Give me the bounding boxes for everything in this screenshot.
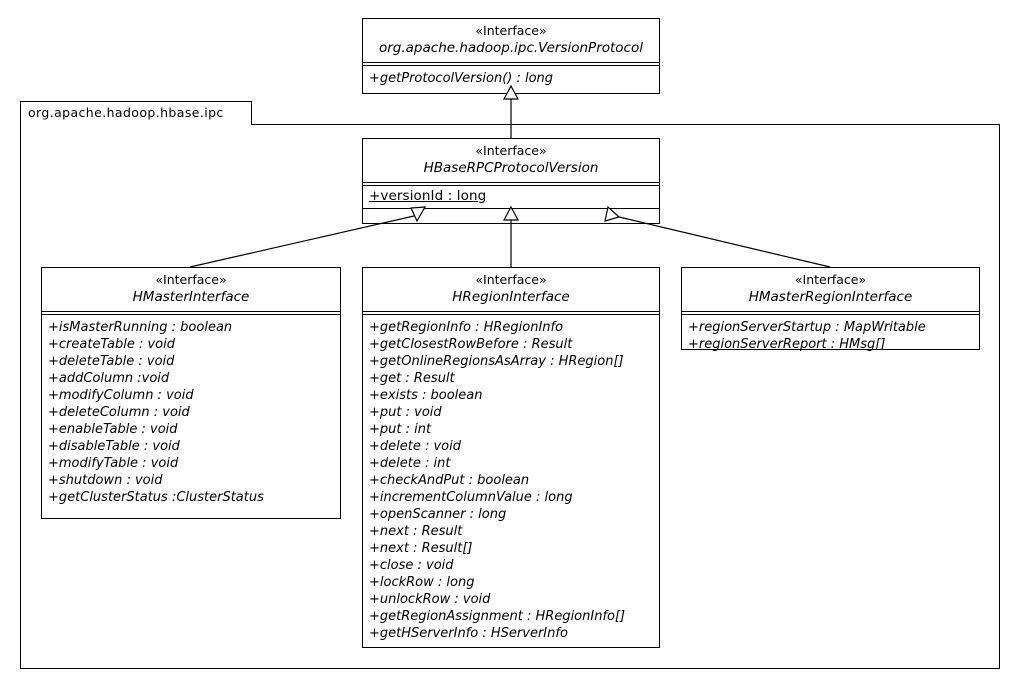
- operation-row: +isMasterRunning : boolean: [48, 320, 233, 335]
- operation-row: +exists : boolean: [369, 388, 483, 403]
- compartment-separator: [363, 312, 659, 315]
- operations-compartment-versionprotocol: +getProtocolVersion() : long: [363, 66, 659, 93]
- compartment-separator: [363, 63, 659, 66]
- class-header-hbaserpcprotocolversion: «Interface» HBaseRPCProtocolVersion: [363, 139, 659, 183]
- class-name-label: HMasterInterface: [132, 289, 250, 305]
- operation-row: +addColumn :void: [48, 371, 170, 386]
- stereotype-label: «Interface»: [475, 23, 547, 38]
- operation-row: +regionServerReport : HMsg[]: [688, 337, 886, 352]
- operation-row: +next : Result: [369, 524, 463, 539]
- operation-row: +get : Result: [369, 371, 455, 386]
- operation-row: +put : void: [369, 405, 442, 420]
- operation-row: +modifyColumn : void: [48, 388, 194, 403]
- operation-row: +close : void: [369, 558, 454, 573]
- operation-row: +deleteTable : void: [48, 354, 175, 369]
- compartment-separator: [363, 183, 659, 186]
- operation-row: +getProtocolVersion() : long: [369, 71, 554, 86]
- package-tab: org.apache.hadoop.hbase.ipc: [20, 101, 252, 125]
- class-box-hmasterinterface[interactable]: «Interface» HMasterInterface +isMasterRu…: [41, 267, 341, 519]
- operation-row: +next : Result[]: [369, 541, 473, 556]
- class-header-hmasterregioninterface: «Interface» HMasterRegionInterface: [682, 268, 979, 312]
- class-box-hbaserpcprotocolversion[interactable]: «Interface» HBaseRPCProtocolVersion +ver…: [362, 138, 660, 224]
- operation-row: +unlockRow : void: [369, 592, 491, 607]
- operation-row: +delete : int: [369, 456, 451, 471]
- stereotype-label: «Interface»: [794, 272, 867, 287]
- operations-compartment-hbaserpcprotocolversion: [363, 208, 659, 223]
- class-header-hmasterinterface: «Interface» HMasterInterface: [42, 268, 340, 312]
- class-box-hmasterregioninterface[interactable]: «Interface» HMasterRegionInterface +regi…: [681, 267, 980, 352]
- operation-row: +getRegionAssignment : HRegionInfo[]: [369, 609, 626, 624]
- operation-row: +deleteColumn : void: [48, 405, 190, 420]
- operation-row: +regionServerStartup : MapWritable: [688, 320, 926, 335]
- operation-row: +createTable : void: [48, 337, 176, 352]
- operation-row: +getHServerInfo : HServerInfo: [369, 626, 568, 641]
- operation-row: +disableTable : void: [48, 439, 180, 454]
- class-box-hregioninterface[interactable]: «Interface» HRegionInterface +getRegionI…: [362, 267, 660, 648]
- class-name-label: HRegionInterface: [452, 289, 570, 305]
- operation-row: +incrementColumnValue : long: [369, 490, 573, 505]
- operation-row: +shutdown : void: [48, 473, 163, 488]
- operation-row: +openScanner : long: [369, 507, 507, 522]
- stereotype-label: «Interface»: [475, 143, 547, 158]
- operation-row: +enableTable : void: [48, 422, 178, 437]
- operations-compartment-hmasterregioninterface: +regionServerStartup : MapWritable +regi…: [682, 315, 979, 359]
- operation-row: +checkAndPut : boolean: [369, 473, 530, 488]
- class-box-versionprotocol[interactable]: «Interface» org.apache.hadoop.ipc.Versio…: [362, 18, 660, 94]
- operation-row: +modifyTable : void: [48, 456, 179, 471]
- stereotype-label: «Interface»: [475, 272, 547, 287]
- class-name-label: HMasterRegionInterface: [748, 289, 913, 305]
- class-header-versionprotocol: «Interface» org.apache.hadoop.ipc.Versio…: [363, 19, 659, 63]
- attribute-row: +versionId : long: [369, 188, 487, 204]
- operations-compartment-hregioninterface: +getRegionInfo : HRegionInfo +getClosest…: [363, 315, 659, 648]
- stereotype-label: «Interface»: [155, 272, 227, 287]
- attributes-compartment-hbaserpcprotocolversion: +versionId : long: [363, 186, 659, 208]
- class-name-label: org.apache.hadoop.ipc.VersionProtocol: [378, 40, 643, 56]
- operation-row: +delete : void: [369, 439, 462, 454]
- class-name-label: HBaseRPCProtocolVersion: [423, 160, 599, 176]
- operation-row: +put : int: [369, 422, 432, 437]
- operation-row: +getRegionInfo : HRegionInfo: [369, 320, 564, 335]
- compartment-separator: [42, 312, 340, 315]
- operation-row: +getClusterStatus :ClusterStatus: [48, 490, 264, 505]
- operation-row: +lockRow : long: [369, 575, 475, 590]
- operation-row: +getOnlineRegionsAsArray : HRegion[]: [369, 354, 624, 369]
- package-name-label: org.apache.hadoop.hbase.ipc: [28, 105, 224, 120]
- compartment-separator: [682, 312, 979, 315]
- operation-row: +getClosestRowBefore : Result: [369, 337, 573, 352]
- operations-compartment-hmasterinterface: +isMasterRunning : boolean +createTable …: [42, 315, 340, 512]
- class-header-hregioninterface: «Interface» HRegionInterface: [363, 268, 659, 312]
